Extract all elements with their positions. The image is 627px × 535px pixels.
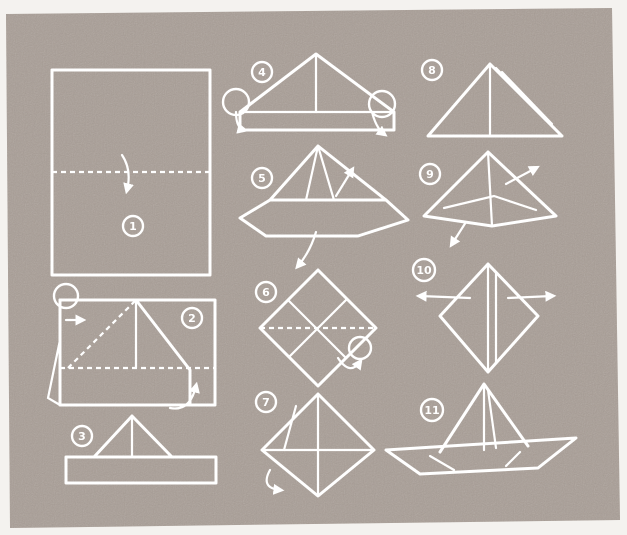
step-9-number: 9 [426, 168, 434, 181]
step-5-number: 5 [258, 172, 266, 185]
step-8-number: 8 [428, 64, 436, 77]
step-11-number: 11 [424, 404, 439, 417]
step-4-number: 4 [258, 66, 266, 79]
step-3-number: 3 [78, 430, 86, 443]
step-10-number: 10 [416, 264, 432, 277]
step-1-number: 1 [129, 220, 137, 233]
step-7-number: 7 [262, 396, 270, 409]
step-6-number: 6 [262, 286, 270, 299]
step-2-number: 2 [188, 312, 196, 325]
